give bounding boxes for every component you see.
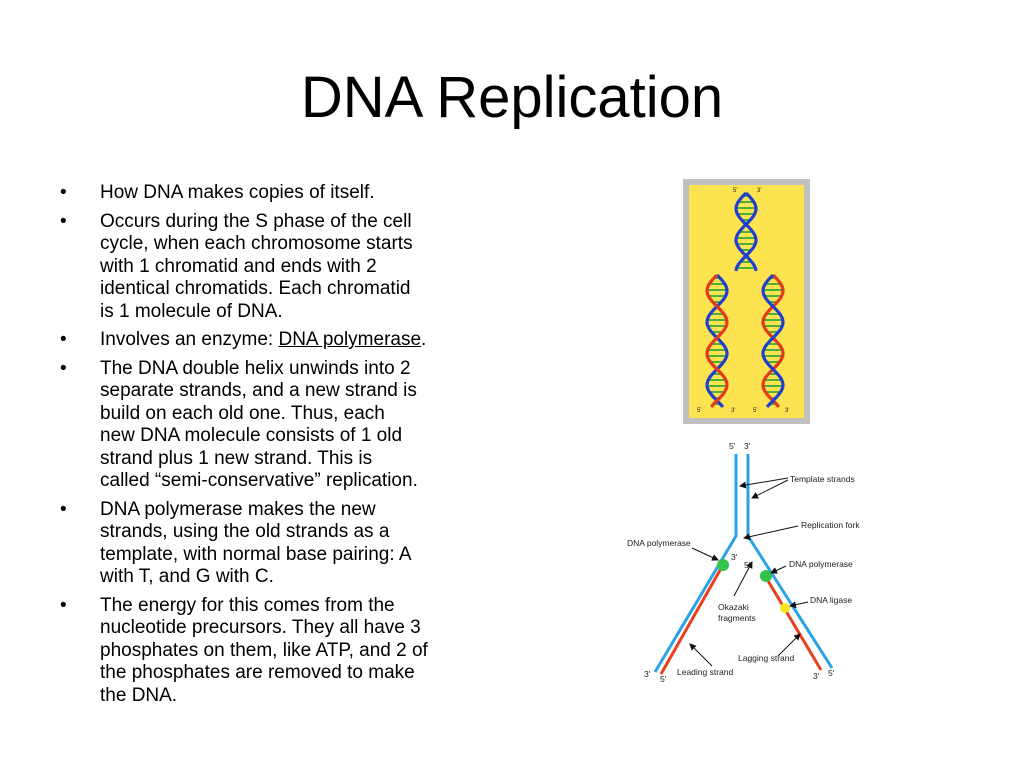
arrow-okazaki bbox=[733, 561, 753, 597]
helix-new-strand bbox=[705, 273, 729, 409]
leading-strand-new bbox=[659, 564, 725, 675]
bullet-dot: • bbox=[60, 498, 67, 520]
dna-polymerase-left-blob bbox=[717, 559, 729, 571]
template-strand-left bbox=[653, 454, 738, 673]
bullet-dot: • bbox=[60, 210, 67, 232]
bullet-dot: • bbox=[60, 182, 67, 203]
helix-old-strand bbox=[734, 191, 758, 272]
dna-ligase-blob bbox=[780, 603, 790, 613]
fork-label-bottom-right-5: 5' bbox=[828, 668, 835, 678]
arrow-leading-strand bbox=[689, 643, 713, 667]
fork-label-bottom-left-5: 5' bbox=[660, 674, 667, 684]
bullet-dot: • bbox=[60, 357, 67, 379]
bullet-text: Involves an enzyme: bbox=[100, 329, 279, 350]
arrow-template-1 bbox=[739, 477, 789, 489]
fork-label-lagging-strand: Lagging strand bbox=[738, 653, 795, 663]
fork-label-dna-polymerase-left: DNA polymerase bbox=[627, 538, 691, 548]
bullet-text: The DNA double helix unwinds into 2 sepa… bbox=[100, 357, 418, 492]
fork-label-bottom-right-3: 3' bbox=[813, 671, 820, 681]
slide-title: DNA Replication bbox=[300, 65, 724, 130]
bullet-text: DNA polymerase makes the new strands, us… bbox=[100, 498, 412, 588]
bullet-dot: • bbox=[60, 329, 67, 350]
fork-label-template-strands: Template strands bbox=[790, 474, 855, 484]
arrow-lagging-strand bbox=[777, 633, 801, 657]
lagging-strand-new bbox=[762, 573, 823, 671]
helix-label-top-3: 3' bbox=[757, 188, 761, 194]
bullet-text-tail: . bbox=[421, 329, 427, 350]
bullet-item: • The energy for this comes from the nucl… bbox=[58, 595, 508, 708]
helix-old-strand bbox=[734, 191, 758, 272]
bullet-text: Occurs during the S phase of the cell cy… bbox=[100, 210, 413, 322]
fork-label-top-3: 3' bbox=[744, 441, 751, 451]
bullet-text: How DNA makes copies of itself. bbox=[100, 182, 375, 203]
fork-label-top-5: 5' bbox=[729, 441, 736, 451]
helix-label-bottom: 3' bbox=[731, 408, 735, 414]
replication-fork-drawing: 5' 3' Template strands Replication fork … bbox=[627, 441, 860, 684]
bullet-text: The energy for this comes from the nucle… bbox=[100, 594, 428, 706]
replication-fork-diagram: 5' 3' Template strands Replication fork … bbox=[620, 438, 880, 688]
fork-label-replication-fork: Replication fork bbox=[801, 520, 860, 530]
helix-label-top-5: 5' bbox=[733, 188, 737, 194]
fork-label-dna-ligase: DNA ligase bbox=[810, 595, 852, 605]
fork-label-leading-strand: Leading strand bbox=[677, 667, 734, 677]
arrow-dna-ligase bbox=[789, 601, 809, 609]
arrow-replication-fork bbox=[743, 525, 799, 541]
arrow-template-2 bbox=[751, 479, 789, 499]
arrow-polymerase-right bbox=[770, 565, 787, 574]
helix-new-strand bbox=[761, 273, 785, 409]
bullet-item: • Involves an enzyme: DNA polymerase. bbox=[58, 329, 508, 352]
dna-polymerase-link[interactable]: DNA polymerase bbox=[278, 329, 422, 350]
dna-polymerase-right-blob bbox=[760, 570, 772, 582]
bullet-item: • The DNA double helix unwinds into 2 sep… bbox=[58, 358, 508, 493]
fork-label-okazaki-1: Okazaki bbox=[718, 602, 749, 612]
bullet-list: • How DNA makes copies of itself. • Occurs… bbox=[58, 182, 508, 713]
fork-label-okazaki-2: fragments bbox=[718, 613, 756, 623]
helix-old-strand bbox=[761, 273, 785, 409]
bullet-dot: • bbox=[60, 594, 67, 616]
fork-label-inner-5: 5' bbox=[744, 560, 751, 570]
arrow-polymerase-left bbox=[691, 547, 719, 561]
helix-label-bottom: 5' bbox=[697, 408, 701, 414]
dna-helix-drawing: 5' 3' 5' 3' 5' 3' bbox=[689, 185, 804, 418]
bullet-item: • Occurs during the S phase of the cell c… bbox=[58, 211, 508, 324]
helix-label-bottom: 5' bbox=[753, 408, 757, 414]
fork-label-bottom-left-3: 3' bbox=[644, 669, 651, 679]
helix-old-strand bbox=[705, 273, 729, 409]
fork-label-inner-3: 3' bbox=[731, 552, 738, 562]
bullet-item: • How DNA makes copies of itself. bbox=[58, 182, 508, 205]
fork-label-dna-polymerase-right: DNA polymerase bbox=[789, 559, 853, 569]
bullet-item: • DNA polymerase makes the new strands, u… bbox=[58, 499, 508, 589]
dna-helix-figure: 5' 3' 5' 3' 5' 3' bbox=[683, 179, 810, 424]
helix-label-bottom: 3' bbox=[785, 408, 789, 414]
